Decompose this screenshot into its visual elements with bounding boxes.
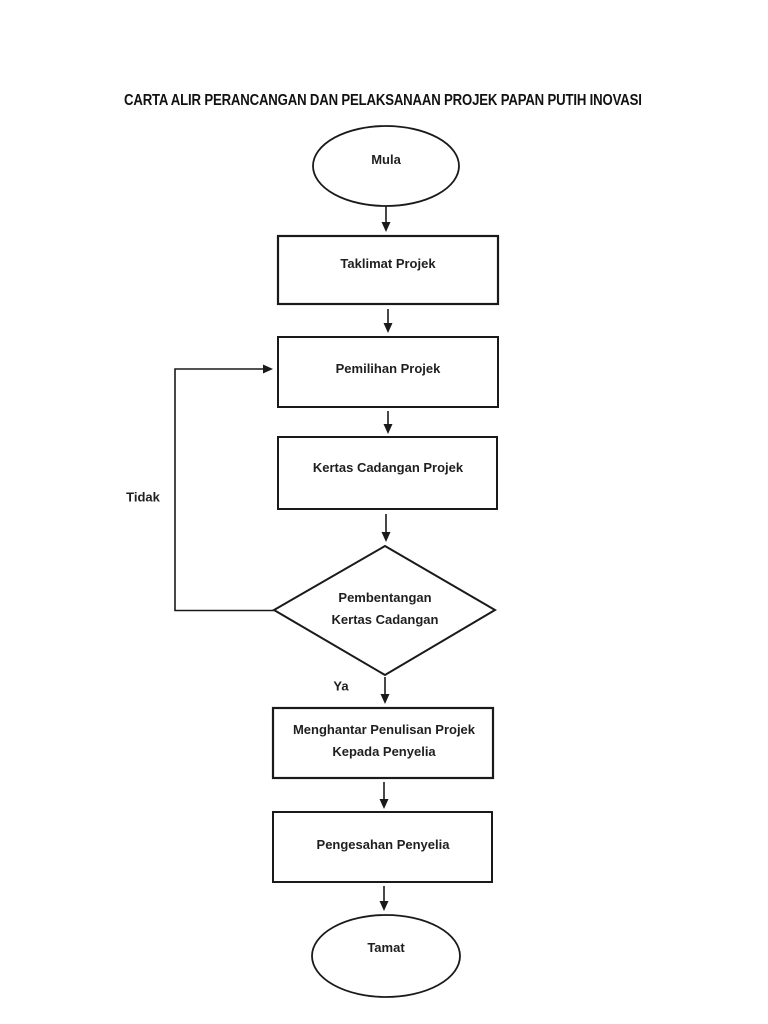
pembentangan-line1: Pembentangan (338, 590, 432, 605)
end-label: Tamat (367, 940, 405, 955)
pembentangan-line2: Kertas Cadangan (331, 612, 439, 627)
ya-edge-label: Ya (333, 678, 349, 694)
tidak-feedback-line (174, 364, 274, 612)
start-label: Mula (371, 152, 401, 167)
taklimat-projek-box (276, 234, 500, 306)
menghantar-penulisan-box (271, 706, 495, 780)
taklimat-projek-label: Taklimat Projek (340, 256, 436, 271)
pembentangan-decision-label: Pembentangan Kertas Cadangan (332, 587, 439, 631)
page-title: CARTA ALIR PERANCANGAN DAN PELAKSANAAN P… (124, 92, 642, 109)
pembentangan-decision-diamond (272, 544, 497, 677)
pengesahan-penyelia-box (272, 811, 493, 883)
tidak-edge-label: Tidak (126, 489, 160, 505)
pengesahan-penyelia-label: Pengesahan Penyelia (316, 837, 450, 852)
end-ellipse (311, 914, 461, 998)
pemilihan-projek-label: Pemilihan Projek (335, 361, 441, 376)
kertas-cadangan-projek-box (277, 436, 498, 510)
menghantar-line2: Kepada Penyelia (332, 744, 436, 759)
kertas-cadangan-projek-label: Kertas Cadangan Projek (312, 460, 464, 475)
pemilihan-projek-box (277, 336, 499, 408)
menghantar-line1: Menghantar Penulisan Projek (292, 722, 476, 737)
menghantar-penulisan-label: Menghantar Penulisan Projek Kepada Penye… (293, 719, 475, 763)
